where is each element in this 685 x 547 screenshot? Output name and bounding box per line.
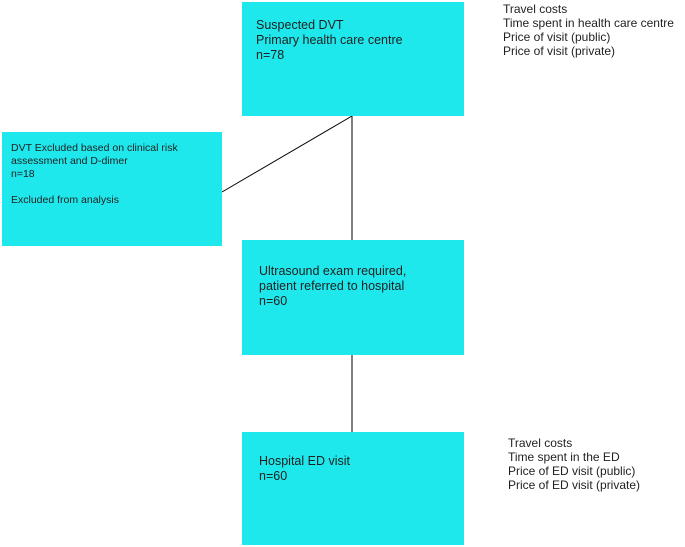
spacer xyxy=(11,181,222,194)
box-label: DVT Excluded based on clinical risk xyxy=(11,142,178,154)
ed-cost-list: Travel costs Time spent in the ED Price … xyxy=(508,436,640,492)
cost-item: Price of visit (public) xyxy=(503,30,611,44)
cost-item: Time spent in health care centre xyxy=(503,16,674,30)
dvt-excluded-box: DVT Excluded based on clinical risk asse… xyxy=(2,132,222,246)
hospital-ed-visit-box: Hospital ED visit n=60 xyxy=(242,432,464,545)
cost-item: Price of visit (private) xyxy=(503,44,616,58)
cost-item: Travel costs xyxy=(508,436,573,450)
ultrasound-referral-box: Ultrasound exam required, patient referr… xyxy=(242,240,464,355)
box-label: assessment and D-dimer xyxy=(11,155,128,167)
connector-top-to-left xyxy=(221,115,353,193)
box-count: n=60 xyxy=(259,469,288,483)
cost-item: Price of ED visit (public) xyxy=(508,464,636,478)
box-note: Excluded from analysis xyxy=(11,194,119,206)
suspected-dvt-box: Suspected DVT Primary health care centre… xyxy=(242,2,464,116)
box-count: n=78 xyxy=(256,48,285,62)
cost-item: Time spent in the ED xyxy=(508,450,620,464)
box-label: Primary health care centre xyxy=(256,33,403,47)
primary-care-cost-list: Travel costs Time spent in health care c… xyxy=(503,2,674,58)
cost-item: Travel costs xyxy=(503,2,568,16)
box-count: n=60 xyxy=(259,294,288,308)
box-label: patient referred to hospital xyxy=(259,279,405,293)
cost-item: Price of ED visit (private) xyxy=(508,478,641,492)
box-label: Hospital ED visit xyxy=(259,454,350,468)
box-label: Ultrasound exam required, xyxy=(259,264,407,278)
box-count: n=18 xyxy=(11,168,35,180)
box-label: Suspected DVT xyxy=(256,18,344,32)
